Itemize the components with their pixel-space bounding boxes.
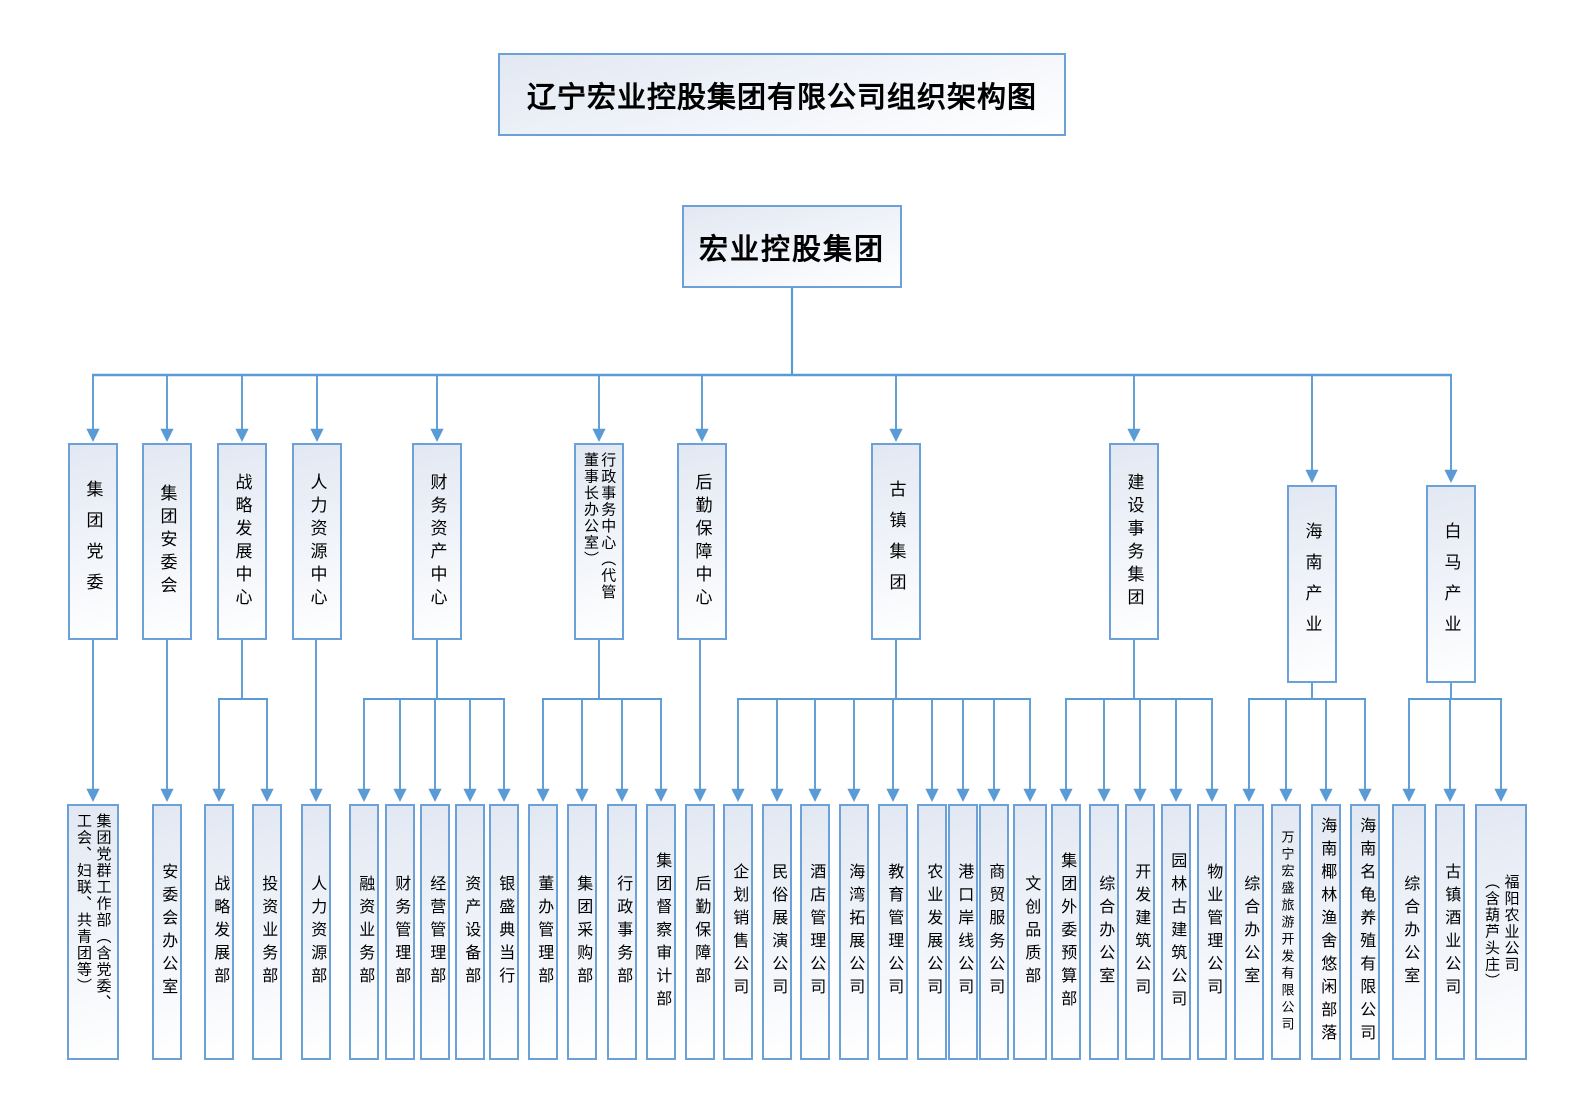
node-label: 人力资源部 xyxy=(308,874,326,990)
level3-node: 综合办公室 xyxy=(1234,804,1264,1060)
level2-node-baima-industry: 白马产业 xyxy=(1426,485,1476,683)
node-label: 园林古建筑公司 xyxy=(1168,851,1186,1013)
level3-node: 董办管理部 xyxy=(528,804,558,1060)
level3-node: 行政事务部 xyxy=(607,804,637,1060)
level2-node-party-committee: 集团党委 xyxy=(68,443,118,640)
node-label: 经营管理部 xyxy=(427,874,445,990)
node-label: 古镇集团 xyxy=(886,479,906,604)
level2-node-hr-center: 人力资源中心 xyxy=(292,443,342,640)
node-label: 集团安委会 xyxy=(157,484,177,599)
node-label: 古镇酒业公司 xyxy=(1442,863,1460,1001)
level2-node-strategy-center: 战略发展中心 xyxy=(217,443,267,640)
level2-node-hainan-industry: 海南产业 xyxy=(1287,485,1337,683)
level2-node-guzhen-group: 古镇集团 xyxy=(871,443,921,640)
level3-node: 集团外委预算部 xyxy=(1051,804,1081,1060)
level3-node: 物业管理公司 xyxy=(1197,804,1227,1060)
node-label: 投资业务部 xyxy=(259,874,277,990)
node-label: 集团采购部 xyxy=(574,874,592,990)
level3-node: 古镇酒业公司 xyxy=(1435,804,1465,1060)
level3-node: 文创品质部 xyxy=(1013,804,1047,1060)
level3-node: 港口岸线公司 xyxy=(948,804,978,1060)
node-label: 集团外委预算部 xyxy=(1058,851,1076,1013)
node-label: 集团党委 xyxy=(83,479,103,604)
node-label: 港口岸线公司 xyxy=(955,863,973,1001)
node-label: 文创品质部 xyxy=(1022,874,1040,990)
level3-node: 民俗展演公司 xyxy=(762,804,792,1060)
node-label: 集团党群工作部（含党委、 工会、妇联、共青团等） xyxy=(75,813,112,1011)
node-label: 董办管理部 xyxy=(535,874,553,990)
level3-node: 银盛典当行 xyxy=(489,804,519,1060)
level3-node: 资产设备部 xyxy=(455,804,485,1060)
level3-node: 后勤保障部 xyxy=(685,804,715,1060)
node-label: 酒店管理公司 xyxy=(807,863,825,1001)
node-label: 战略发展部 xyxy=(211,874,229,990)
node-label: 后勤保障部 xyxy=(692,874,710,990)
level3-node: 企划销售公司 xyxy=(723,804,753,1060)
chart-title-text: 辽宁宏业控股集团有限公司组织架构图 xyxy=(526,81,1037,114)
node-label: 教育管理公司 xyxy=(885,863,903,1001)
level3-node: 人力资源部 xyxy=(301,804,331,1060)
level3-node: 集团采购部 xyxy=(567,804,597,1060)
level3-node: 海南椰林渔舍悠闲部落 xyxy=(1311,804,1341,1060)
node-label: 银盛典当行 xyxy=(496,874,514,990)
node-label: 战略发展中心 xyxy=(232,472,252,611)
level3-node: 万宁宏盛旅游开发有限公司 xyxy=(1271,804,1301,1060)
node-label: 海南椰林渔舍悠闲部落 xyxy=(1318,817,1336,1047)
node-label: 后勤保障中心 xyxy=(692,472,712,611)
level2-node-finance-center: 财务资产中心 xyxy=(412,443,462,640)
node-label: 行政事务部 xyxy=(614,874,632,990)
level3-node: 战略发展部 xyxy=(204,804,234,1060)
level3-node: 综合办公室 xyxy=(1392,804,1426,1060)
level3-node: 集团督察审计部 xyxy=(646,804,676,1060)
level3-node: 园林古建筑公司 xyxy=(1161,804,1191,1060)
level2-node-safety-committee: 集团安委会 xyxy=(142,443,192,640)
node-label: 商贸服务公司 xyxy=(986,863,1004,1001)
level3-node: 经营管理部 xyxy=(420,804,450,1060)
node-label: 行政事务中心（代管 董事长办公室） xyxy=(582,452,617,601)
node-label: 资产设备部 xyxy=(462,874,480,990)
level3-node: 投资业务部 xyxy=(252,804,282,1060)
level3-node: 安委会办公室 xyxy=(152,804,182,1060)
level2-node-logistics-center: 后勤保障中心 xyxy=(677,443,727,640)
node-label: 建设事务集团 xyxy=(1124,472,1144,611)
node-label: 综合办公室 xyxy=(1096,874,1114,990)
node-label: 财务资产中心 xyxy=(427,472,447,611)
level3-node: 酒店管理公司 xyxy=(800,804,830,1060)
level2-node-construction-group: 建设事务集团 xyxy=(1109,443,1159,640)
level3-node: 财务管理部 xyxy=(385,804,415,1060)
node-label: 白马产业 xyxy=(1441,522,1461,646)
level3-node: 综合办公室 xyxy=(1089,804,1119,1060)
level3-node: 海湾拓展公司 xyxy=(839,804,869,1060)
node-label: 农业发展公司 xyxy=(924,863,942,1001)
node-label: 安委会办公室 xyxy=(159,863,177,1001)
node-label: 物业管理公司 xyxy=(1204,863,1222,1001)
level3-node: 商贸服务公司 xyxy=(979,804,1009,1060)
node-label: 人力资源中心 xyxy=(307,472,327,611)
level3-node: 海南名龟养殖有限公司 xyxy=(1350,804,1380,1060)
node-label: 集团督察审计部 xyxy=(653,851,671,1013)
level3-node: 教育管理公司 xyxy=(878,804,908,1060)
level3-node: 农业发展公司 xyxy=(917,804,947,1060)
root-node-label: 宏业控股集团 xyxy=(698,233,885,266)
level3-node: 福阳农业公司 （含葫芦头庄） xyxy=(1475,804,1527,1060)
level3-node: 集团党群工作部（含党委、 工会、妇联、共青团等） xyxy=(67,804,119,1060)
node-label: 融资业务部 xyxy=(356,874,374,990)
node-label: 万宁宏盛旅游开发有限公司 xyxy=(1279,830,1295,1034)
node-label: 福阳农业公司 （含葫芦头庄） xyxy=(1483,874,1520,990)
root-node: 宏业控股集团 xyxy=(682,205,902,288)
node-label: 企划销售公司 xyxy=(730,863,748,1001)
level3-node: 开发建筑公司 xyxy=(1125,804,1155,1060)
node-label: 综合办公室 xyxy=(1241,874,1259,990)
chart-title: 辽宁宏业控股集团有限公司组织架构图 xyxy=(498,53,1066,136)
node-label: 综合办公室 xyxy=(1401,874,1419,990)
node-label: 开发建筑公司 xyxy=(1132,863,1150,1001)
level2-node-admin-center: 行政事务中心（代管 董事长办公室） xyxy=(574,443,624,640)
node-label: 海湾拓展公司 xyxy=(846,863,864,1001)
level3-node: 融资业务部 xyxy=(349,804,379,1060)
node-label: 海南名龟养殖有限公司 xyxy=(1357,817,1375,1047)
node-label: 财务管理部 xyxy=(392,874,410,990)
node-label: 海南产业 xyxy=(1302,522,1322,646)
node-label: 民俗展演公司 xyxy=(769,863,787,1001)
